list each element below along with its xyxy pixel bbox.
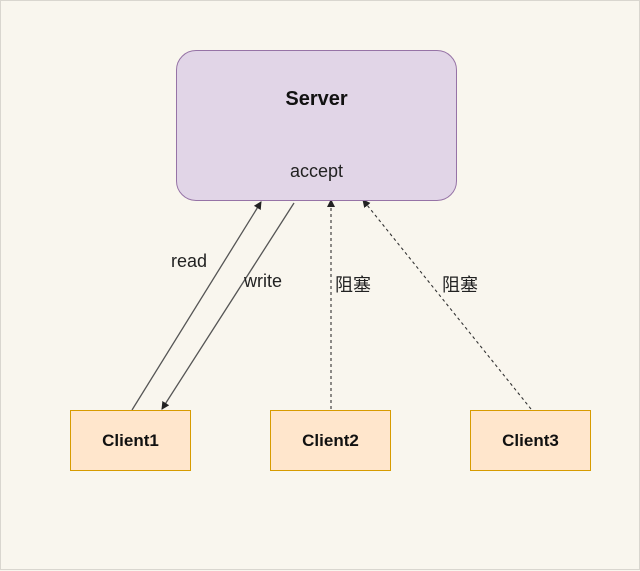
read-arrow [131, 201, 262, 411]
server-accept-label: accept [289, 161, 344, 181]
client3-node: Client3 [470, 410, 591, 471]
write-arrow [161, 202, 295, 410]
read-label: read [171, 251, 208, 271]
server-node: Server accept [176, 50, 457, 201]
write-label: write [244, 271, 283, 291]
blocked-label-client3: 阻塞 [442, 275, 478, 295]
client1-node: Client1 [70, 410, 191, 471]
blocked-arrow-client3 [362, 199, 532, 410]
server-title: Server [285, 88, 348, 110]
client2-node: Client2 [270, 410, 391, 471]
blocked-label-client2: 阻塞 [335, 275, 371, 295]
